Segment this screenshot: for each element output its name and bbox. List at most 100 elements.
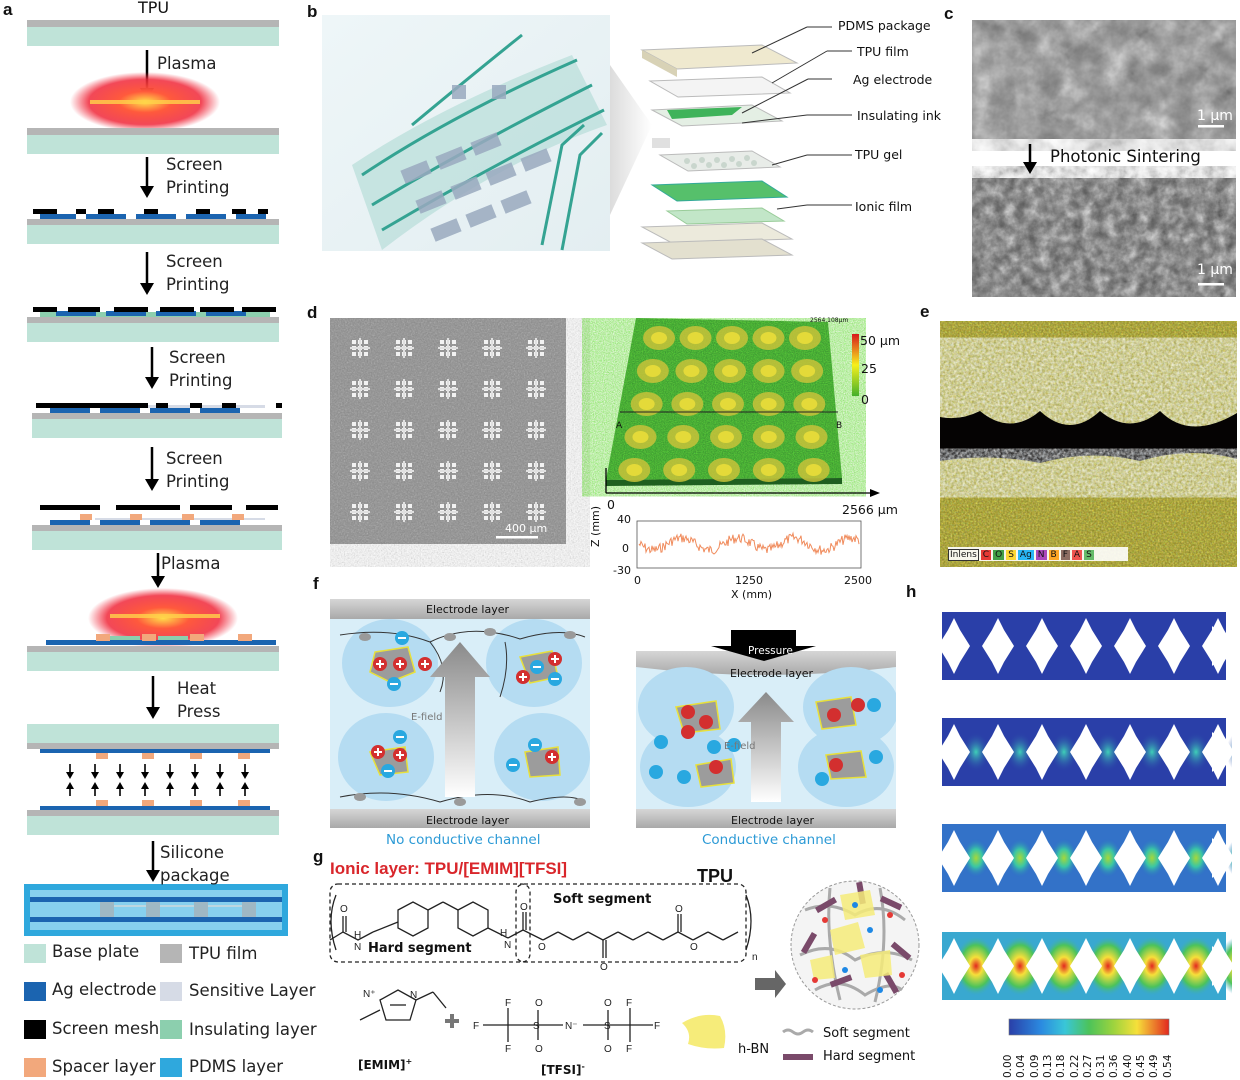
fem-tick-label: 0.09 <box>1028 1054 1041 1078</box>
channel-caption: Conductive channel <box>702 832 836 848</box>
pillar-3d-core <box>644 365 661 377</box>
fem-cutout <box>1114 618 1146 674</box>
pillar-dot <box>352 352 356 356</box>
fem-hotspot <box>1138 838 1166 878</box>
pillar-dot <box>440 475 444 479</box>
atom-n: N <box>354 942 361 953</box>
fem-tick-label: 0.27 <box>1081 1054 1094 1078</box>
hard-segment-label: Hard segment <box>368 941 472 956</box>
fem-simulation <box>942 612 1232 1036</box>
legend-swatch-sensitive <box>160 982 182 1001</box>
fem-cutout <box>1070 724 1102 780</box>
fem-cutout <box>1070 830 1102 886</box>
pillar-dot <box>540 434 544 438</box>
pillar-dot <box>364 475 368 479</box>
profile-xtick-0: 0 <box>634 574 641 587</box>
pressure-arrow <box>711 646 816 661</box>
pillar-bar <box>491 379 493 399</box>
eds-legend: Inlens C O S Ag N B F A S <box>948 548 1094 562</box>
eds-legend-s: S <box>1006 550 1016 560</box>
scale-bar-bottom <box>1198 283 1224 286</box>
atom-n-plus: N⁺ <box>363 989 376 1000</box>
pillar-3d-core <box>760 332 777 344</box>
tfsi-sup: - <box>581 1062 585 1071</box>
pillar-dot <box>408 393 412 397</box>
legend-swatch-screen-mesh <box>24 1020 46 1039</box>
fem-cutout <box>942 938 970 994</box>
fem-hotspot <box>1006 838 1034 878</box>
atom-h: H <box>354 930 361 941</box>
step-label-3: Screen Printing <box>166 252 230 294</box>
pillar-dot <box>408 504 412 508</box>
panel-label-d: d <box>307 303 318 322</box>
pillar-dot <box>496 393 500 397</box>
layer-label-insulating-ink: Insulating ink <box>857 108 942 123</box>
pillar-dot <box>352 504 356 508</box>
pillar-3d-core <box>675 431 692 443</box>
height-colorbar <box>852 334 859 396</box>
pillar-dot <box>496 516 500 520</box>
pillar-dot <box>540 516 544 520</box>
pillar-dot <box>452 504 456 508</box>
step-label-1: Plasma <box>157 54 217 73</box>
fem-tick-label: 0.04 <box>1015 1054 1028 1078</box>
fem-hotspot <box>1182 732 1210 772</box>
atom-o: O <box>600 962 608 973</box>
step-label-5: Screen Printing <box>166 449 230 491</box>
fem-cutout <box>1158 830 1190 886</box>
emim-label: [EMIM]+ <box>358 1057 412 1072</box>
pillar-dot <box>452 422 456 426</box>
pillar-dot <box>484 422 488 426</box>
exploded-layer-stack <box>640 44 799 260</box>
stage-1-substrate <box>27 20 279 46</box>
pillar-dot <box>396 422 400 426</box>
atom-f: F <box>505 1044 511 1055</box>
fem-cutout <box>942 724 970 780</box>
pillar-3d-core <box>687 332 704 344</box>
pillar-bar <box>359 461 361 481</box>
electrode-label-lt: Electrode layer <box>426 603 509 616</box>
pillar-bar <box>403 379 405 399</box>
atom-o: O <box>690 942 698 953</box>
tpu-top-label: TPU <box>138 0 170 17</box>
pillar-bar <box>447 338 449 358</box>
fem-cutout <box>982 618 1014 674</box>
pillar-dot <box>452 475 456 479</box>
pillar-dot <box>408 422 412 426</box>
fem-cutout <box>1026 938 1058 994</box>
scale-label-top: 1 μm <box>1197 108 1233 124</box>
pillar-dot <box>528 504 532 508</box>
pillar-dot <box>528 422 532 426</box>
pillar-dot <box>540 340 544 344</box>
panel-label-g: g <box>313 847 324 866</box>
atom-f: F <box>473 1021 479 1032</box>
pillar-array-sem <box>350 338 546 522</box>
pillar-3d-core <box>760 431 777 443</box>
electrode-label-lb: Electrode layer <box>426 814 509 827</box>
panel-label-a: a <box>3 0 13 19</box>
pillar-dot <box>440 516 444 520</box>
fem-cutout-edge <box>1212 946 1226 986</box>
pillar-dot <box>540 352 544 356</box>
pillar-dot <box>352 422 356 426</box>
stage-9-packaged <box>24 884 288 936</box>
pillar-dot <box>408 434 412 438</box>
fem-hotspot <box>1094 732 1122 772</box>
sem-images <box>972 20 1236 297</box>
pillar-dot <box>396 504 400 508</box>
pillar-dot <box>396 352 400 356</box>
fem-tick-label: 0.49 <box>1148 1054 1161 1078</box>
pillar-dot <box>408 352 412 356</box>
step-label-2: Screen Printing <box>166 155 230 197</box>
pillar-dot <box>352 463 356 467</box>
composite-illustration <box>682 880 920 1060</box>
hbn-label: h-BN <box>738 1042 770 1057</box>
atom-o: O <box>604 998 612 1009</box>
soft-segment-icon <box>782 1028 814 1036</box>
atom-f: F <box>505 998 511 1009</box>
atom-f: F <box>654 1021 660 1032</box>
fem-cutout <box>1070 618 1102 674</box>
photonic-sintering-label: Photonic Sintering <box>1050 147 1201 166</box>
legend-swatch-ag-electrode <box>24 982 46 1001</box>
pillar-dot <box>440 381 444 385</box>
